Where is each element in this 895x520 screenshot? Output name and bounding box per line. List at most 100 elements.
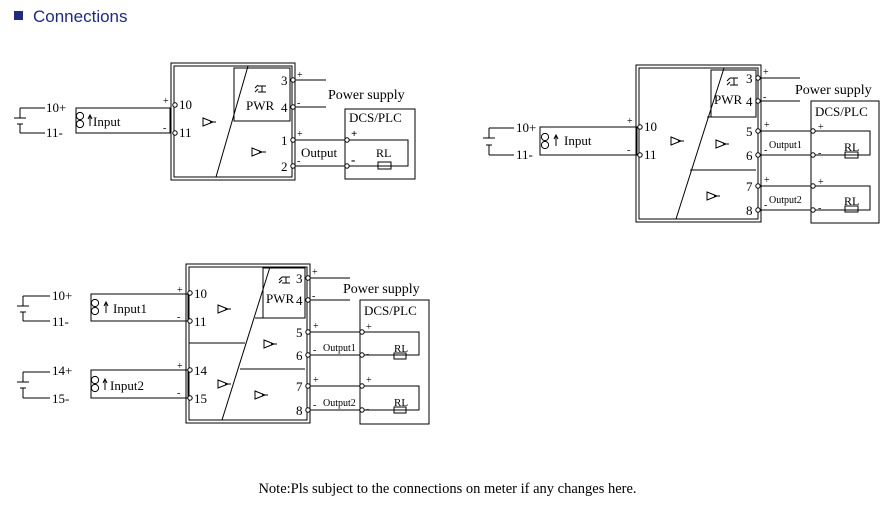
footer-note: Note:Pls subject to the connections on m…	[258, 481, 637, 497]
svg-text:-: -	[297, 98, 300, 109]
svg-text:-: -	[163, 123, 166, 134]
resistor-icon	[844, 151, 859, 159]
terminal-11: 11	[179, 125, 192, 140]
svg-text:11-: 11-	[52, 314, 69, 329]
signal-arrow-icon	[254, 390, 268, 400]
terminal-10: 10	[179, 97, 192, 112]
input2-label: Input2	[110, 378, 144, 393]
output2-label: Output2	[769, 195, 802, 206]
signal-arrow-icon	[251, 147, 266, 157]
signal-arrow-icon	[706, 191, 720, 201]
svg-text:+: +	[297, 129, 303, 140]
output1-label: Output1	[323, 343, 356, 354]
terminal-8: 8	[296, 403, 303, 418]
signal-arrow-icon	[715, 139, 729, 149]
svg-text:11-: 11-	[516, 147, 533, 162]
battery-icon	[14, 107, 45, 134]
battery-icon	[17, 371, 50, 399]
terminal-5: 5	[746, 124, 753, 139]
power-supply-label: Power supply	[795, 83, 872, 98]
terminal-3: 3	[281, 73, 288, 88]
svg-text:+: +	[177, 361, 183, 372]
svg-text:+: +	[312, 267, 318, 278]
input-label: Input	[564, 133, 592, 148]
pwr-label: PWR	[246, 98, 275, 113]
svg-text:+: +	[163, 96, 169, 107]
terminal-3: 3	[296, 271, 303, 286]
svg-text:-: -	[818, 148, 821, 159]
power-supply-label: Power supply	[328, 88, 405, 103]
svg-text:+: +	[297, 70, 303, 81]
section-heading: Connections	[14, 7, 128, 27]
svg-text:-: -	[627, 145, 630, 156]
battery-icon	[483, 127, 514, 156]
isolator-module	[635, 64, 762, 223]
svg-text:+: +	[627, 116, 633, 127]
resistor-icon	[393, 352, 407, 360]
svg-text:-: -	[351, 152, 355, 167]
current-source-icon	[90, 375, 100, 393]
rl-label: RL	[376, 146, 391, 160]
svg-text:-: -	[764, 200, 767, 211]
svg-text:+: +	[313, 321, 319, 332]
output2-label: Output2	[323, 398, 356, 409]
svg-text:+: +	[366, 375, 372, 386]
arrow-up-icon	[103, 300, 109, 313]
terminal-4: 4	[281, 100, 288, 115]
rl-label: RL	[844, 140, 859, 154]
svg-text:-: -	[764, 145, 767, 156]
terminal-7: 7	[296, 379, 303, 394]
svg-text:-: -	[313, 400, 316, 411]
rl-label: RL	[394, 343, 408, 355]
signal-arrow-icon	[670, 136, 684, 146]
led-icon	[726, 77, 738, 86]
battery-pos-label: 10+	[46, 100, 66, 115]
terminal-5: 5	[296, 325, 303, 340]
svg-text:+: +	[763, 67, 769, 78]
diagram-2: 10+ 11- Input + - PWR 10 11 3 4	[483, 64, 880, 224]
terminal-4: 4	[746, 94, 753, 109]
svg-text:-: -	[763, 92, 766, 103]
resistor-icon	[844, 205, 859, 213]
resistor-icon	[377, 161, 392, 170]
terminal-4: 4	[296, 293, 303, 308]
isolator-module	[185, 263, 311, 424]
arrow-up-icon	[87, 113, 93, 126]
svg-text:+: +	[818, 122, 824, 133]
diagram-1: 10+ 11- Input + - PWR 10 11 3 4 1	[14, 62, 416, 181]
terminal-6: 6	[746, 148, 753, 163]
svg-text:-: -	[818, 203, 821, 214]
terminal-15: 15	[194, 391, 207, 406]
terminal-6: 6	[296, 348, 303, 363]
input-label: Input	[93, 114, 121, 129]
current-source-icon	[75, 111, 85, 129]
svg-text:-: -	[312, 291, 315, 302]
power-supply-label: Power supply	[343, 282, 420, 297]
terminal-3: 3	[746, 71, 753, 86]
svg-text:-: -	[177, 312, 180, 323]
svg-text:+: +	[764, 175, 770, 186]
svg-text:14+: 14+	[52, 363, 72, 378]
terminal-14: 14	[194, 363, 208, 378]
pwr-label: PWR	[266, 291, 295, 306]
terminal-10: 10	[194, 286, 207, 301]
led-icon	[254, 84, 266, 93]
svg-text:+: +	[818, 177, 824, 188]
svg-text:10+: 10+	[516, 120, 536, 135]
dcs-plc-box	[344, 108, 416, 180]
svg-text:15-: 15-	[52, 391, 69, 406]
svg-text:+: +	[177, 285, 183, 296]
signal-arrow-icon	[217, 304, 231, 314]
terminal-10: 10	[644, 119, 657, 134]
resistor-icon	[393, 406, 407, 414]
svg-text:-: -	[297, 156, 300, 167]
dcs-plc-label: DCS/PLC	[364, 303, 417, 318]
rl-label: RL	[394, 397, 408, 409]
output1-label: Output1	[769, 140, 802, 151]
current-source-icon	[540, 132, 550, 150]
svg-text:-: -	[177, 388, 180, 399]
dcs-plc-label: DCS/PLC	[349, 110, 402, 125]
pwr-label: PWR	[714, 92, 743, 107]
square-bullet-icon	[14, 11, 23, 20]
